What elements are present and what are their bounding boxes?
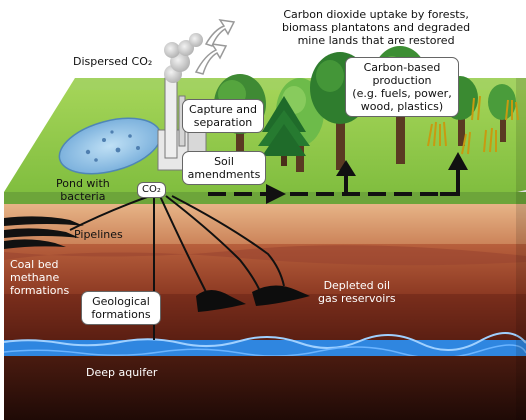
- geological-line-1: Geological: [92, 295, 150, 308]
- geological-formations-box: Geological formations: [81, 291, 161, 325]
- depleted-line-2: gas reservoirs: [318, 292, 396, 305]
- pine-tree: [258, 96, 310, 166]
- carbon-flow-arrowheads: [266, 152, 468, 204]
- uptake-line-2: biomass plantatons and degraded: [282, 21, 471, 34]
- soil-line-2: amendments: [187, 168, 261, 181]
- capture-line-2: separation: [193, 116, 253, 129]
- production-line-1: Carbon-based: [363, 61, 441, 74]
- topsoil-layer: [4, 204, 526, 244]
- pond: [58, 117, 162, 175]
- deep-aquifer-label: Deep aquifer: [86, 366, 158, 379]
- carbon-production-box: Carbon-based production (e.g. fuels, pow…: [345, 57, 459, 117]
- depleted-reservoirs-label: Depleted oil gas reservoirs: [318, 279, 396, 305]
- capture-line-1: Capture and: [189, 103, 257, 116]
- pipelines-label: Pipelines: [74, 228, 123, 241]
- coal-bed-line-2: methane: [10, 271, 60, 284]
- dispersal-arrows: [194, 19, 236, 75]
- uptake-line-1: Carbon dioxide uptake by forests,: [283, 8, 469, 21]
- aquifer-layer: [3, 332, 526, 359]
- soil-amendments-box: Soil amendments: [182, 151, 266, 185]
- co2-tag: CO₂: [137, 182, 166, 198]
- smoke-plume: [164, 33, 203, 83]
- uptake-label: Carbon dioxide uptake by forests, biomas…: [282, 8, 470, 47]
- production-line-4: wood, plastics): [360, 100, 444, 113]
- production-line-2: production: [372, 74, 432, 87]
- pond-line-1: Pond with: [56, 177, 110, 190]
- depleted-line-1: Depleted oil: [323, 279, 391, 292]
- tree: [488, 84, 516, 142]
- production-line-3: (e.g. fuels, power,: [352, 87, 452, 100]
- reservoir-plumes: [196, 285, 310, 312]
- dispersed-co2-label: Dispersed CO₂: [73, 55, 153, 68]
- pond-label: Pond with bacteria: [56, 177, 110, 203]
- uptake-line-3: mine lands that are restored: [297, 34, 455, 47]
- coal-bed-line-3: formations: [10, 284, 70, 297]
- block-right-edge: [516, 78, 526, 420]
- geological-line-2: formations: [91, 308, 151, 321]
- bedrock-layer: [4, 356, 526, 420]
- coal-bed-label: Coal bed methane formations: [10, 258, 69, 297]
- pond-line-2: bacteria: [60, 190, 106, 203]
- injection-wells: [69, 195, 285, 340]
- coal-seams: [4, 216, 84, 249]
- soil-line-1: Soil: [214, 155, 234, 168]
- biomass-crops: [427, 95, 519, 155]
- capture-separation-box: Capture and separation: [182, 99, 264, 133]
- coal-bed-line-1: Coal bed: [10, 258, 59, 271]
